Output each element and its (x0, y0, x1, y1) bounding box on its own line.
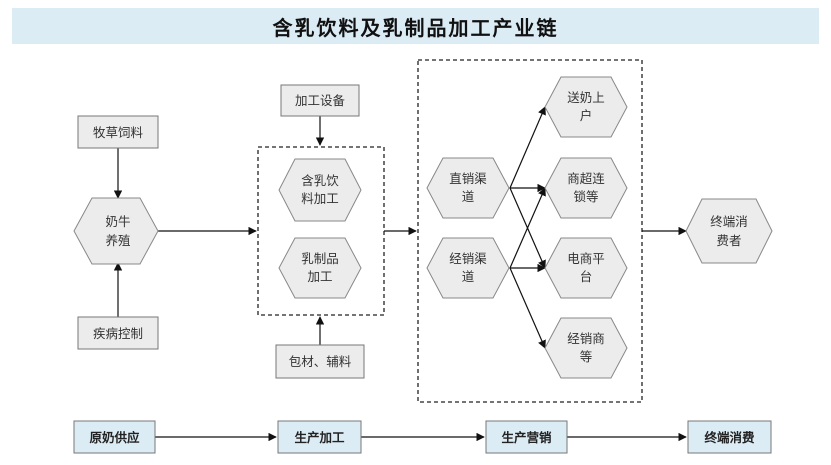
node-distribution-channel-label-1: 经销渠 (449, 251, 487, 266)
node-supermarket-chains-label-1: 商超连 (567, 171, 605, 186)
node-dairy-cow-label-1: 奶牛 (105, 214, 130, 229)
node-end-consumer-label-1: 终端消 (710, 214, 748, 229)
node-distribution-channel-label-2: 道 (462, 269, 475, 284)
node-dairy-products-label-1: 乳制品 (301, 251, 339, 266)
title-bar: 含乳饮料及乳制品加工产业链 (12, 8, 819, 44)
node-end-consumer-label-2: 费者 (716, 233, 741, 248)
node-packaging (275, 344, 365, 379)
node-ecommerce-platform-label-2: 台 (580, 269, 593, 284)
stage-production (277, 420, 362, 454)
node-supermarket-chains (544, 157, 628, 219)
node-dealers-label-2: 等 (580, 349, 593, 364)
arrow-direct-to-home (509, 106, 546, 189)
page-title: 含乳饮料及乳制品加工产业链 (272, 15, 559, 40)
flow-arrows (113, 106, 687, 442)
stage-raw-milk-supply (73, 420, 156, 454)
node-direct-channel-label-1: 直销渠 (449, 171, 487, 186)
node-milk-beverage (278, 158, 362, 222)
node-milk-beverage-label-2: 料加工 (301, 191, 339, 206)
node-direct-channel (426, 157, 510, 219)
node-end-consumer (685, 198, 773, 264)
stage-end-consumption (687, 420, 772, 454)
node-supermarket-chains-label-2: 锁等 (573, 189, 598, 204)
stage-production-label: 生产加工 (294, 430, 345, 445)
node-equipment-label: 加工设备 (295, 93, 346, 108)
node-home-delivery-label-2: 户 (580, 108, 593, 123)
node-dairy-cow (73, 197, 159, 265)
node-equipment (280, 84, 360, 117)
node-home-delivery (544, 76, 628, 138)
node-milk-beverage-label-1: 含乳饮 (301, 173, 339, 188)
node-dealers-label-1: 经销商 (567, 331, 605, 346)
node-dairy-products-label-2: 加工 (307, 269, 332, 284)
node-ecommerce-platform (544, 237, 628, 299)
node-packaging-label: 包材、辅料 (289, 354, 352, 369)
node-disease-control (77, 316, 159, 350)
arrow-distribution-to-supermarket (509, 187, 546, 269)
node-forage-label: 牧草饲料 (93, 125, 144, 140)
node-dealers (544, 317, 628, 379)
node-direct-channel-label-2: 道 (462, 189, 475, 204)
arrow-distribution-to-dealers (509, 267, 546, 349)
node-disease-control-label: 疾病控制 (93, 326, 143, 341)
stage-marketing (485, 420, 568, 454)
node-dairy-cow-label-2: 养殖 (105, 233, 130, 248)
node-home-delivery-label-1: 送奶上 (567, 90, 605, 105)
node-forage (77, 115, 159, 149)
stage-end-consumption-label: 终端消费 (704, 430, 755, 445)
node-ecommerce-platform-label-1: 电商平 (567, 251, 605, 266)
stage-marketing-label: 生产营销 (501, 430, 552, 445)
stage-raw-milk-supply-label: 原奶供应 (89, 430, 140, 445)
node-dairy-products (278, 237, 362, 299)
node-distribution-channel (426, 237, 510, 299)
